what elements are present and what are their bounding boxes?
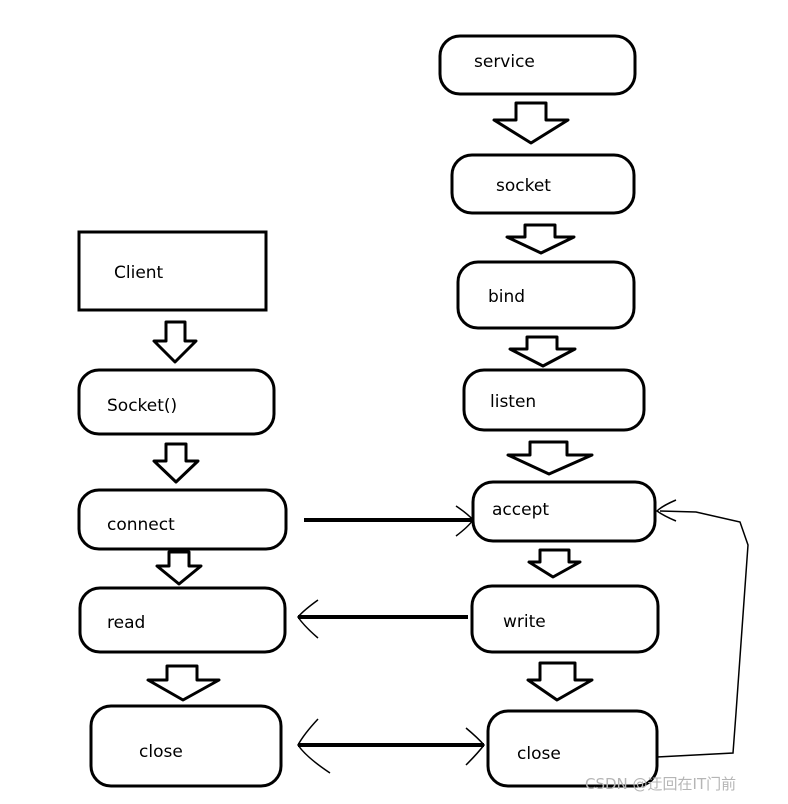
server-close-label: close [517, 744, 561, 764]
client-label: Client [114, 263, 164, 283]
server-accept-node: accept [471, 480, 657, 543]
write-to-read-arrow [297, 599, 468, 639]
hollow-arrow-client-2 [152, 442, 200, 484]
server-bind-node: bind [456, 260, 636, 330]
server-close-node: close [486, 709, 659, 788]
server-bind-label: bind [488, 287, 525, 307]
server-write-node: write [470, 584, 660, 654]
hollow-arrow-client-4 [146, 664, 221, 702]
close-bidirectional-arrow [297, 718, 485, 774]
hollow-arrow-server-3 [508, 335, 577, 368]
client-close-label: close [139, 742, 183, 762]
server-service-label: service [474, 52, 535, 72]
csdn-watermark: CSDN @迂回在IT门前 [585, 775, 737, 793]
hollow-arrow-server-5 [527, 548, 582, 579]
hollow-arrow-client-3 [155, 550, 203, 586]
hollow-arrow-server-1 [492, 101, 570, 145]
client-connect-node: connect [77, 488, 288, 551]
server-listen-label: listen [490, 392, 536, 412]
client-read-label: read [107, 613, 145, 633]
client-close-node: close [89, 704, 283, 788]
client-node: Client [77, 230, 268, 312]
client-socket-node: Socket() [77, 368, 276, 436]
hollow-arrow-server-6 [526, 661, 594, 702]
client-read-node: read [78, 586, 287, 654]
loop-back-arrow [655, 499, 749, 758]
server-write-label: write [503, 612, 546, 632]
connect-to-accept-arrow [304, 505, 474, 537]
client-connect-label: connect [107, 515, 175, 535]
hollow-arrow-server-4 [506, 440, 594, 476]
server-listen-node: listen [462, 368, 646, 432]
server-service-node: service [438, 34, 637, 96]
client-socket-label: Socket() [107, 396, 177, 416]
server-socket-label: socket [496, 176, 551, 196]
hollow-arrow-client-1 [152, 320, 198, 364]
server-accept-label: accept [492, 500, 549, 520]
server-socket-node: socket [450, 153, 636, 215]
hollow-arrow-server-2 [505, 223, 576, 255]
